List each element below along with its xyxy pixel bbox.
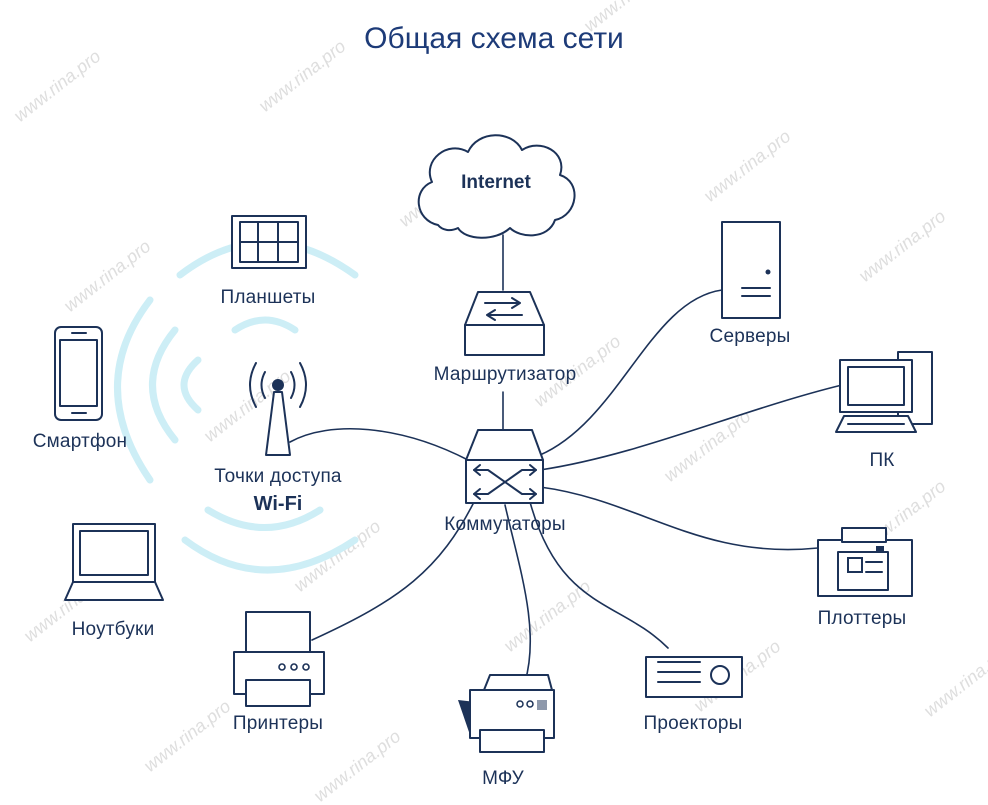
- pc-label: ПК: [869, 450, 895, 471]
- wifi-waves: [114, 239, 359, 574]
- projector-icon: [645, 656, 743, 698]
- smartphone-icon: [54, 326, 103, 421]
- links: [289, 234, 843, 683]
- printer-icon: [233, 611, 325, 707]
- tablet-icon: [231, 215, 307, 269]
- desktop-computer-icon: [835, 351, 933, 433]
- printers-label: Принтеры: [232, 713, 324, 734]
- internet-label: Internet: [461, 172, 531, 193]
- mfp-label: МФУ: [482, 768, 524, 789]
- tablets-label: Планшеты: [220, 287, 316, 308]
- wifi-antenna-icon: [249, 362, 307, 456]
- access-points-label: Точки доступа: [214, 466, 342, 487]
- projectors-label: Проекторы: [643, 713, 743, 734]
- laptops-label: Ноутбуки: [71, 619, 155, 640]
- multifunction-printer-icon: [458, 674, 555, 753]
- servers-label: Серверы: [709, 326, 791, 347]
- link-switch-printers: [311, 499, 476, 641]
- smartphone-label: Смартфон: [32, 431, 128, 452]
- plotter-icon: [817, 527, 913, 597]
- wifi-label: Wi-Fi: [253, 493, 303, 515]
- router-icon: [464, 291, 545, 356]
- diagram-title: Общая схема сети: [364, 22, 624, 55]
- link-switch-mfp: [504, 504, 532, 683]
- switch-label: Коммутаторы: [444, 514, 566, 535]
- link-switch-projectors: [529, 501, 669, 649]
- link-switch-pc: [539, 384, 843, 471]
- link-switch-access-points: [289, 428, 469, 461]
- laptop-icon: [64, 523, 164, 601]
- plotters-label: Плоттеры: [817, 608, 907, 629]
- router-label: Маршрутизатор: [433, 364, 577, 385]
- link-switch-servers: [539, 289, 723, 456]
- cloud-icon: [417, 134, 576, 239]
- switch-icon: [465, 429, 544, 504]
- link-switch-plotters: [539, 486, 819, 551]
- server-icon: [721, 221, 781, 319]
